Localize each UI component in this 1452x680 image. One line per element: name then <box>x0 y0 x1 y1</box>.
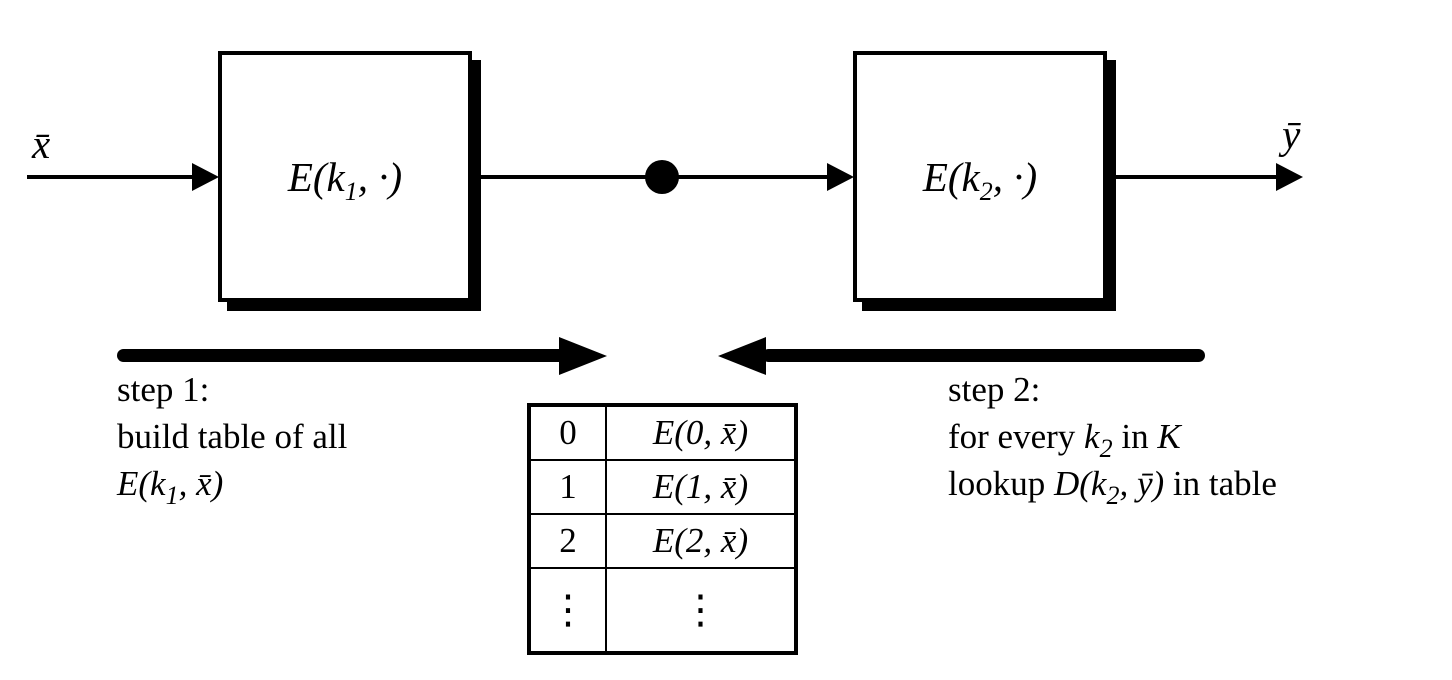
table-row: 1 E(1, x̄) <box>531 459 794 513</box>
lookup-table: 0 E(0, x̄) 1 E(1, x̄) 2 E(2, x̄) ⋮ ⋮ <box>527 403 798 655</box>
output-label: ȳ <box>1282 111 1301 157</box>
table-value-cell: E(1, x̄) <box>652 467 749 506</box>
step1-annotation: step 1: build table of all E(k1, x̄) <box>117 366 348 510</box>
keyspace-symbol: K <box>1157 417 1181 456</box>
table-value-cell: E(0, x̄) <box>652 413 749 452</box>
input-wire <box>27 175 199 179</box>
input-arrowhead-icon <box>192 163 219 191</box>
table-key-cell: 1 <box>531 461 607 513</box>
input-label: x̄ <box>32 121 51 167</box>
output-arrowhead-icon <box>1276 163 1303 191</box>
step1-formula: E(k1, x̄) <box>117 464 224 510</box>
middle-arrowhead-icon <box>827 163 854 191</box>
output-wire <box>1105 175 1280 179</box>
table-row-ellipsis: ⋮ ⋮ <box>531 567 794 651</box>
table-row: 2 E(2, x̄) <box>531 513 794 567</box>
table-value-cell: E(2, x̄) <box>652 521 749 560</box>
junction-dot-icon <box>645 160 679 194</box>
step2-annotation: step 2: for every k2 in K lookup D(k2, ȳ… <box>948 366 1277 510</box>
encryption-box-2: E(k2, ·) <box>853 51 1107 302</box>
step2-line1: step 2: <box>948 370 1041 409</box>
step1-arrow-shaft <box>117 349 572 362</box>
encryption-box-1: E(k1, ·) <box>218 51 472 302</box>
table-value-cell: ⋮ <box>680 587 721 633</box>
encryption-box-2-label: E(k2, ·) <box>922 153 1038 206</box>
table-key-cell: ⋮ <box>531 569 607 651</box>
step1-line1: step 1: <box>117 370 210 409</box>
table-key-cell: 0 <box>531 407 607 459</box>
table-key-cell: 2 <box>531 515 607 567</box>
step2-line2: for every k2 in K <box>948 417 1181 463</box>
step2-arrowhead-icon <box>718 337 766 375</box>
table-row: 0 E(0, x̄) <box>531 407 794 459</box>
step2-arrow-shaft <box>762 349 1205 362</box>
step1-line2: build table of all <box>117 417 348 456</box>
step2-line3: lookup D(k2, ȳ) in table <box>948 464 1277 510</box>
encryption-box-1-label: E(k1, ·) <box>287 153 403 206</box>
step1-arrowhead-icon <box>559 337 607 375</box>
